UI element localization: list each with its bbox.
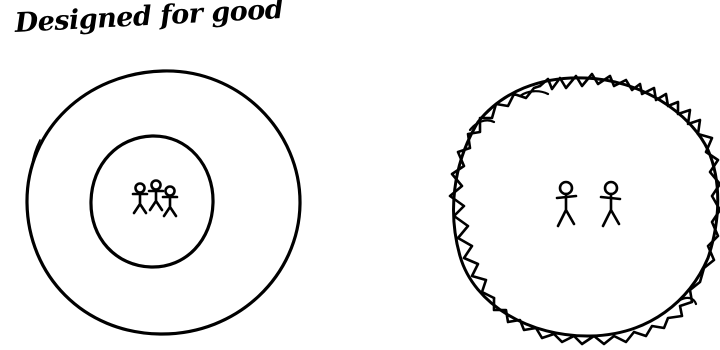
person-head [166, 187, 175, 196]
person-body [133, 193, 147, 213]
right-figure [450, 74, 720, 344]
person-body [163, 196, 177, 216]
person-head [560, 182, 572, 194]
scribble-mark [470, 91, 696, 304]
person-head [605, 182, 617, 194]
inner-ring [91, 136, 213, 267]
person-head [136, 184, 145, 193]
person-head [152, 181, 161, 190]
person-left-2 [149, 181, 163, 211]
person-body [149, 190, 163, 210]
person-left-1 [133, 184, 147, 214]
outer-ring [27, 71, 300, 334]
person-left-3 [163, 187, 177, 217]
left-figure [27, 71, 300, 334]
person-body [601, 194, 620, 226]
person-right-2 [601, 182, 620, 226]
person-right-1 [557, 182, 576, 226]
jagged-edge-top [540, 74, 700, 134]
person-body [557, 194, 576, 226]
